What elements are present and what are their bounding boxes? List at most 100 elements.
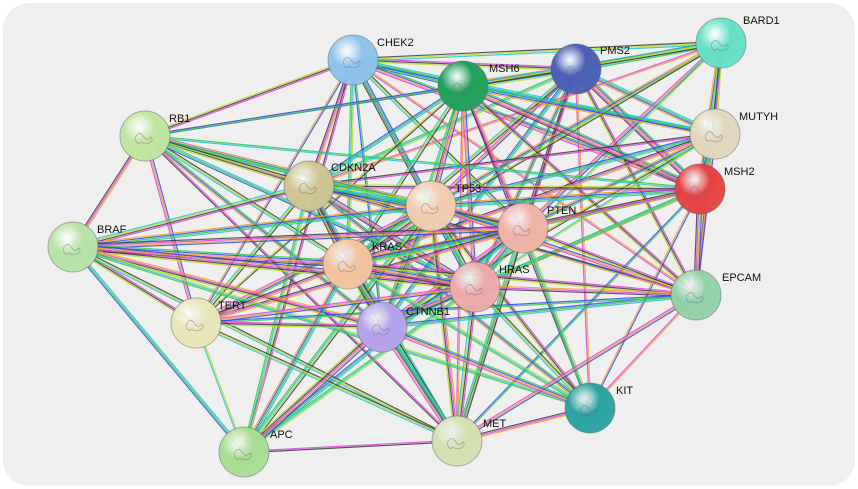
node-circle[interactable] (356, 301, 408, 353)
edge-line (474, 187, 700, 287)
node-circle[interactable] (405, 180, 457, 232)
node-label: TP53 (455, 183, 481, 195)
edge-line (145, 134, 350, 264)
edge-line (454, 227, 522, 441)
edge-line (431, 204, 697, 295)
node-circle[interactable] (497, 202, 549, 254)
node-circle[interactable] (170, 297, 222, 349)
edge-line (195, 284, 475, 323)
node-label: EPCAM (722, 272, 761, 284)
node-msh2[interactable]: MSH2 (674, 163, 755, 215)
edge-line (474, 286, 697, 296)
node-cdkn2a[interactable]: CDKN2A (283, 160, 376, 212)
edge-line (457, 228, 525, 442)
edge-line (72, 226, 523, 247)
edge-line (462, 86, 715, 136)
edge-line (72, 203, 431, 246)
node-circle[interactable] (327, 34, 379, 86)
edge-line (463, 83, 716, 133)
node-circle[interactable] (695, 17, 747, 69)
node-circle[interactable] (47, 221, 99, 273)
node-circle[interactable] (431, 415, 483, 467)
edge-line (521, 228, 590, 409)
node-rb1[interactable]: RB1 (119, 110, 190, 162)
edge-line (474, 287, 696, 298)
edge-line (144, 135, 383, 328)
node-circle[interactable] (322, 238, 374, 290)
node-circle[interactable] (119, 110, 171, 162)
edge-line (195, 263, 349, 324)
node-braf[interactable]: BRAF (47, 221, 127, 273)
edge-line (382, 69, 578, 329)
edge-line (308, 67, 576, 186)
edge-line (194, 184, 309, 323)
edge-line (72, 246, 458, 442)
edge-line (73, 228, 524, 249)
edge-line (458, 287, 478, 442)
edge-line (144, 136, 700, 191)
node-bard1[interactable]: BARD1 (695, 15, 780, 69)
edge-line (574, 69, 700, 191)
edge-line (72, 247, 590, 411)
node-met[interactable]: MET (431, 415, 507, 467)
edge-line (523, 226, 697, 295)
node-circle[interactable] (437, 60, 489, 112)
node-tert[interactable]: TERT (170, 297, 247, 349)
node-circle[interactable] (689, 108, 741, 160)
edge-line (382, 134, 716, 329)
node-circle[interactable] (283, 160, 335, 212)
edge-mutyh-epcam (694, 133, 717, 296)
edge-line (244, 287, 477, 454)
edge-line (73, 245, 383, 327)
edge-msh2-rb1 (144, 134, 701, 191)
node-hras[interactable]: HRAS (449, 261, 530, 313)
edge-line (308, 85, 464, 187)
edge-line (145, 135, 199, 323)
edge-line (73, 244, 383, 326)
node-circle[interactable] (218, 426, 270, 478)
edge-line (73, 206, 432, 249)
node-label: KIT (616, 385, 633, 397)
edge-line (458, 228, 526, 442)
node-kras[interactable]: KRAS (322, 238, 402, 290)
node-circle[interactable] (674, 163, 726, 215)
edge-line (461, 88, 700, 193)
edge-line (475, 284, 697, 295)
protein-structure-icon (685, 292, 704, 304)
node-kit[interactable]: KIT (564, 382, 633, 434)
edge-line (243, 326, 383, 453)
edge-line (347, 59, 354, 265)
node-pms2[interactable]: PMS2 (550, 43, 630, 95)
node-circle[interactable] (449, 261, 501, 313)
edge-line (456, 294, 697, 442)
node-ctnnb1[interactable]: CTNNB1 (356, 301, 450, 353)
node-circle[interactable] (670, 269, 722, 321)
edge-line (144, 136, 475, 289)
node-label: HRAS (499, 264, 530, 276)
edge-line (456, 188, 700, 441)
edge-line (454, 286, 474, 441)
edge-line (431, 134, 716, 209)
edge-line (144, 84, 463, 136)
node-apc[interactable]: APC (218, 426, 293, 478)
protein-structure-icon (704, 131, 723, 143)
node-circle[interactable] (550, 43, 602, 95)
edge-line (430, 187, 700, 206)
node-pten[interactable]: PTEN (497, 202, 576, 254)
edge-line (347, 225, 523, 264)
edge-line (72, 204, 431, 247)
node-mutyh[interactable]: MUTYH (689, 108, 778, 160)
node-msh6[interactable]: MSH6 (437, 60, 520, 112)
edge-line (309, 69, 577, 188)
edge-pten-epcam (522, 226, 697, 297)
node-circle[interactable] (564, 382, 616, 434)
node-chek2[interactable]: CHEK2 (327, 34, 414, 86)
edge-line (381, 132, 715, 327)
node-label: MET (483, 418, 507, 430)
edge-hras-epcam (474, 284, 697, 298)
node-epcam[interactable]: EPCAM (670, 269, 761, 321)
edge-ctnnb1-apc (241, 324, 385, 455)
edge-line (576, 66, 717, 133)
node-tp53[interactable]: TP53 (405, 180, 481, 232)
edge-pms2-cdkn2a (308, 67, 577, 188)
